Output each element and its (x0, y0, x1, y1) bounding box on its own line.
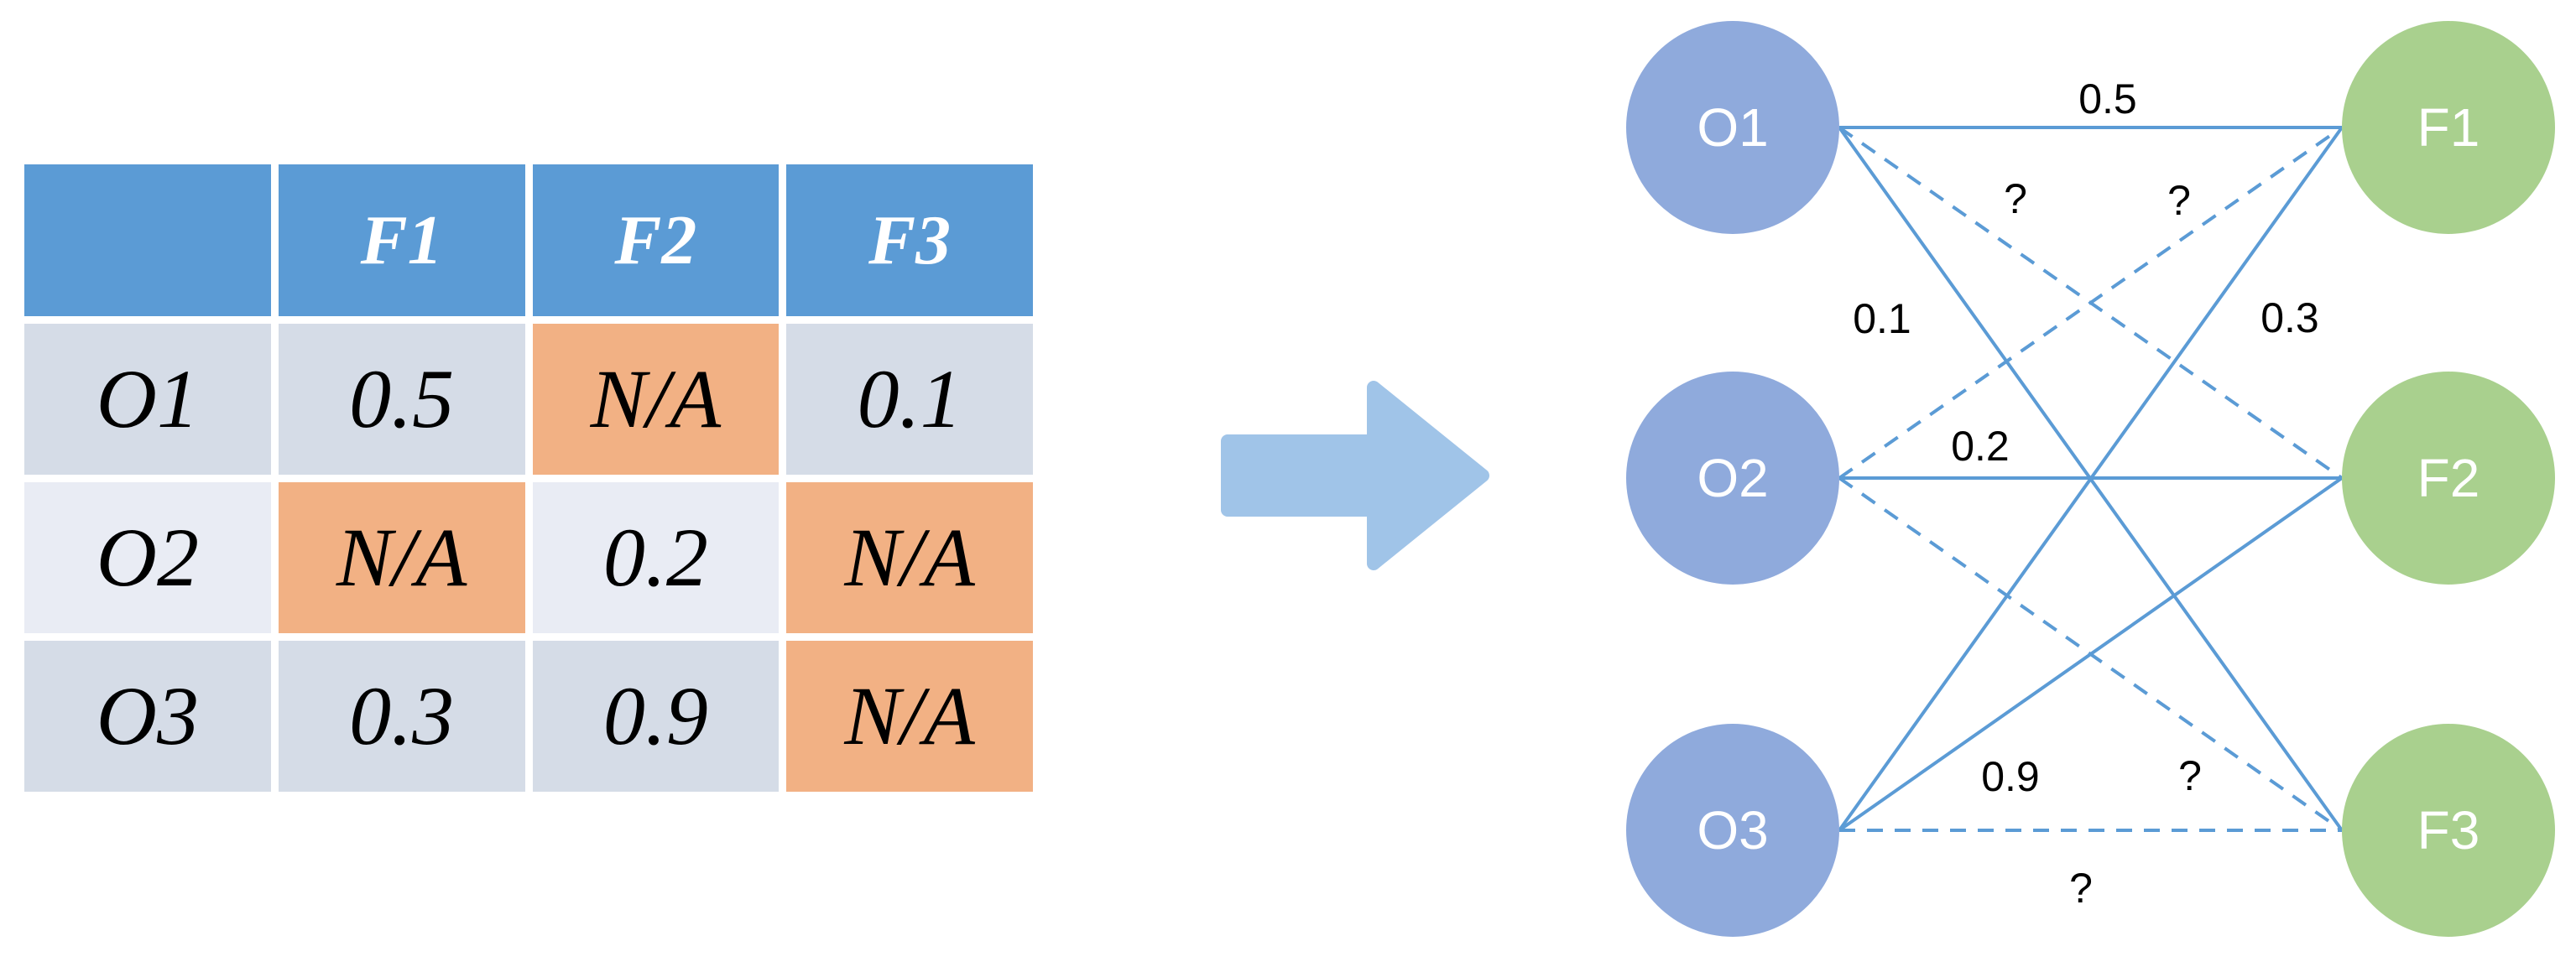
table-header-cell-F2: F2 (532, 164, 780, 316)
node-O1-circle (1626, 21, 1839, 234)
table-cell-O3-F2: 0.9 (532, 641, 780, 792)
node-O2-circle (1626, 372, 1839, 585)
table-cell-O3-F3: N/A (786, 641, 1033, 792)
edge-O2-F1 (1838, 126, 2344, 480)
edge-label-O1-F3: 0.1 (1853, 295, 1911, 342)
node-F1-circle (2342, 21, 2555, 234)
edge-O3-F2 (1838, 476, 2344, 832)
node-F1-label: F1 (2417, 97, 2480, 158)
node-F2-circle (2342, 372, 2555, 585)
table-cell-O1-F3: 0.1 (786, 324, 1033, 475)
edge-label-O2-F3: ? (2178, 752, 2202, 799)
table-header-cell-F1: F1 (278, 164, 525, 316)
table-row-label-O2: O2 (24, 482, 271, 633)
table-cell-O2-F1: N/A (278, 482, 525, 633)
node-O3-circle (1626, 724, 1839, 937)
edge-label-O1-F1: 0.5 (2078, 75, 2137, 122)
edge-label-O2-F1: ? (2167, 177, 2191, 224)
node-F3-label: F3 (2417, 800, 2480, 860)
transform-arrow-icon (1221, 381, 1489, 570)
table-header-cell-F3: F3 (786, 164, 1033, 316)
table-cell-O1-F1: 0.5 (278, 324, 525, 475)
node-O3-label: O3 (1697, 800, 1768, 860)
node-O2-label: O2 (1697, 448, 1768, 508)
edge-label-O3-F3: ? (2069, 865, 2093, 912)
table-cell-O2-F3: N/A (786, 482, 1033, 633)
node-F2-label: F2 (2417, 448, 2480, 508)
table-cell-O3-F1: 0.3 (278, 641, 525, 792)
edge-label-O3-F2: 0.9 (1981, 753, 2040, 800)
table-row-label-O3: O3 (24, 641, 271, 792)
edge-label-O1-F2: ? (2004, 175, 2027, 222)
node-O1-label: O1 (1697, 97, 1768, 158)
node-F3-circle (2342, 724, 2555, 937)
table-corner-cell (24, 164, 271, 316)
table-cell-O2-F2: 0.2 (532, 482, 780, 633)
edge-O3-F1 (1838, 126, 2344, 832)
table-cell-O1-F2: N/A (532, 324, 780, 475)
edge-label-O3-F1: 0.3 (2261, 294, 2319, 341)
table-row-label-O1: O1 (24, 324, 271, 475)
edge-label-O2-F2: 0.2 (1951, 423, 2010, 470)
